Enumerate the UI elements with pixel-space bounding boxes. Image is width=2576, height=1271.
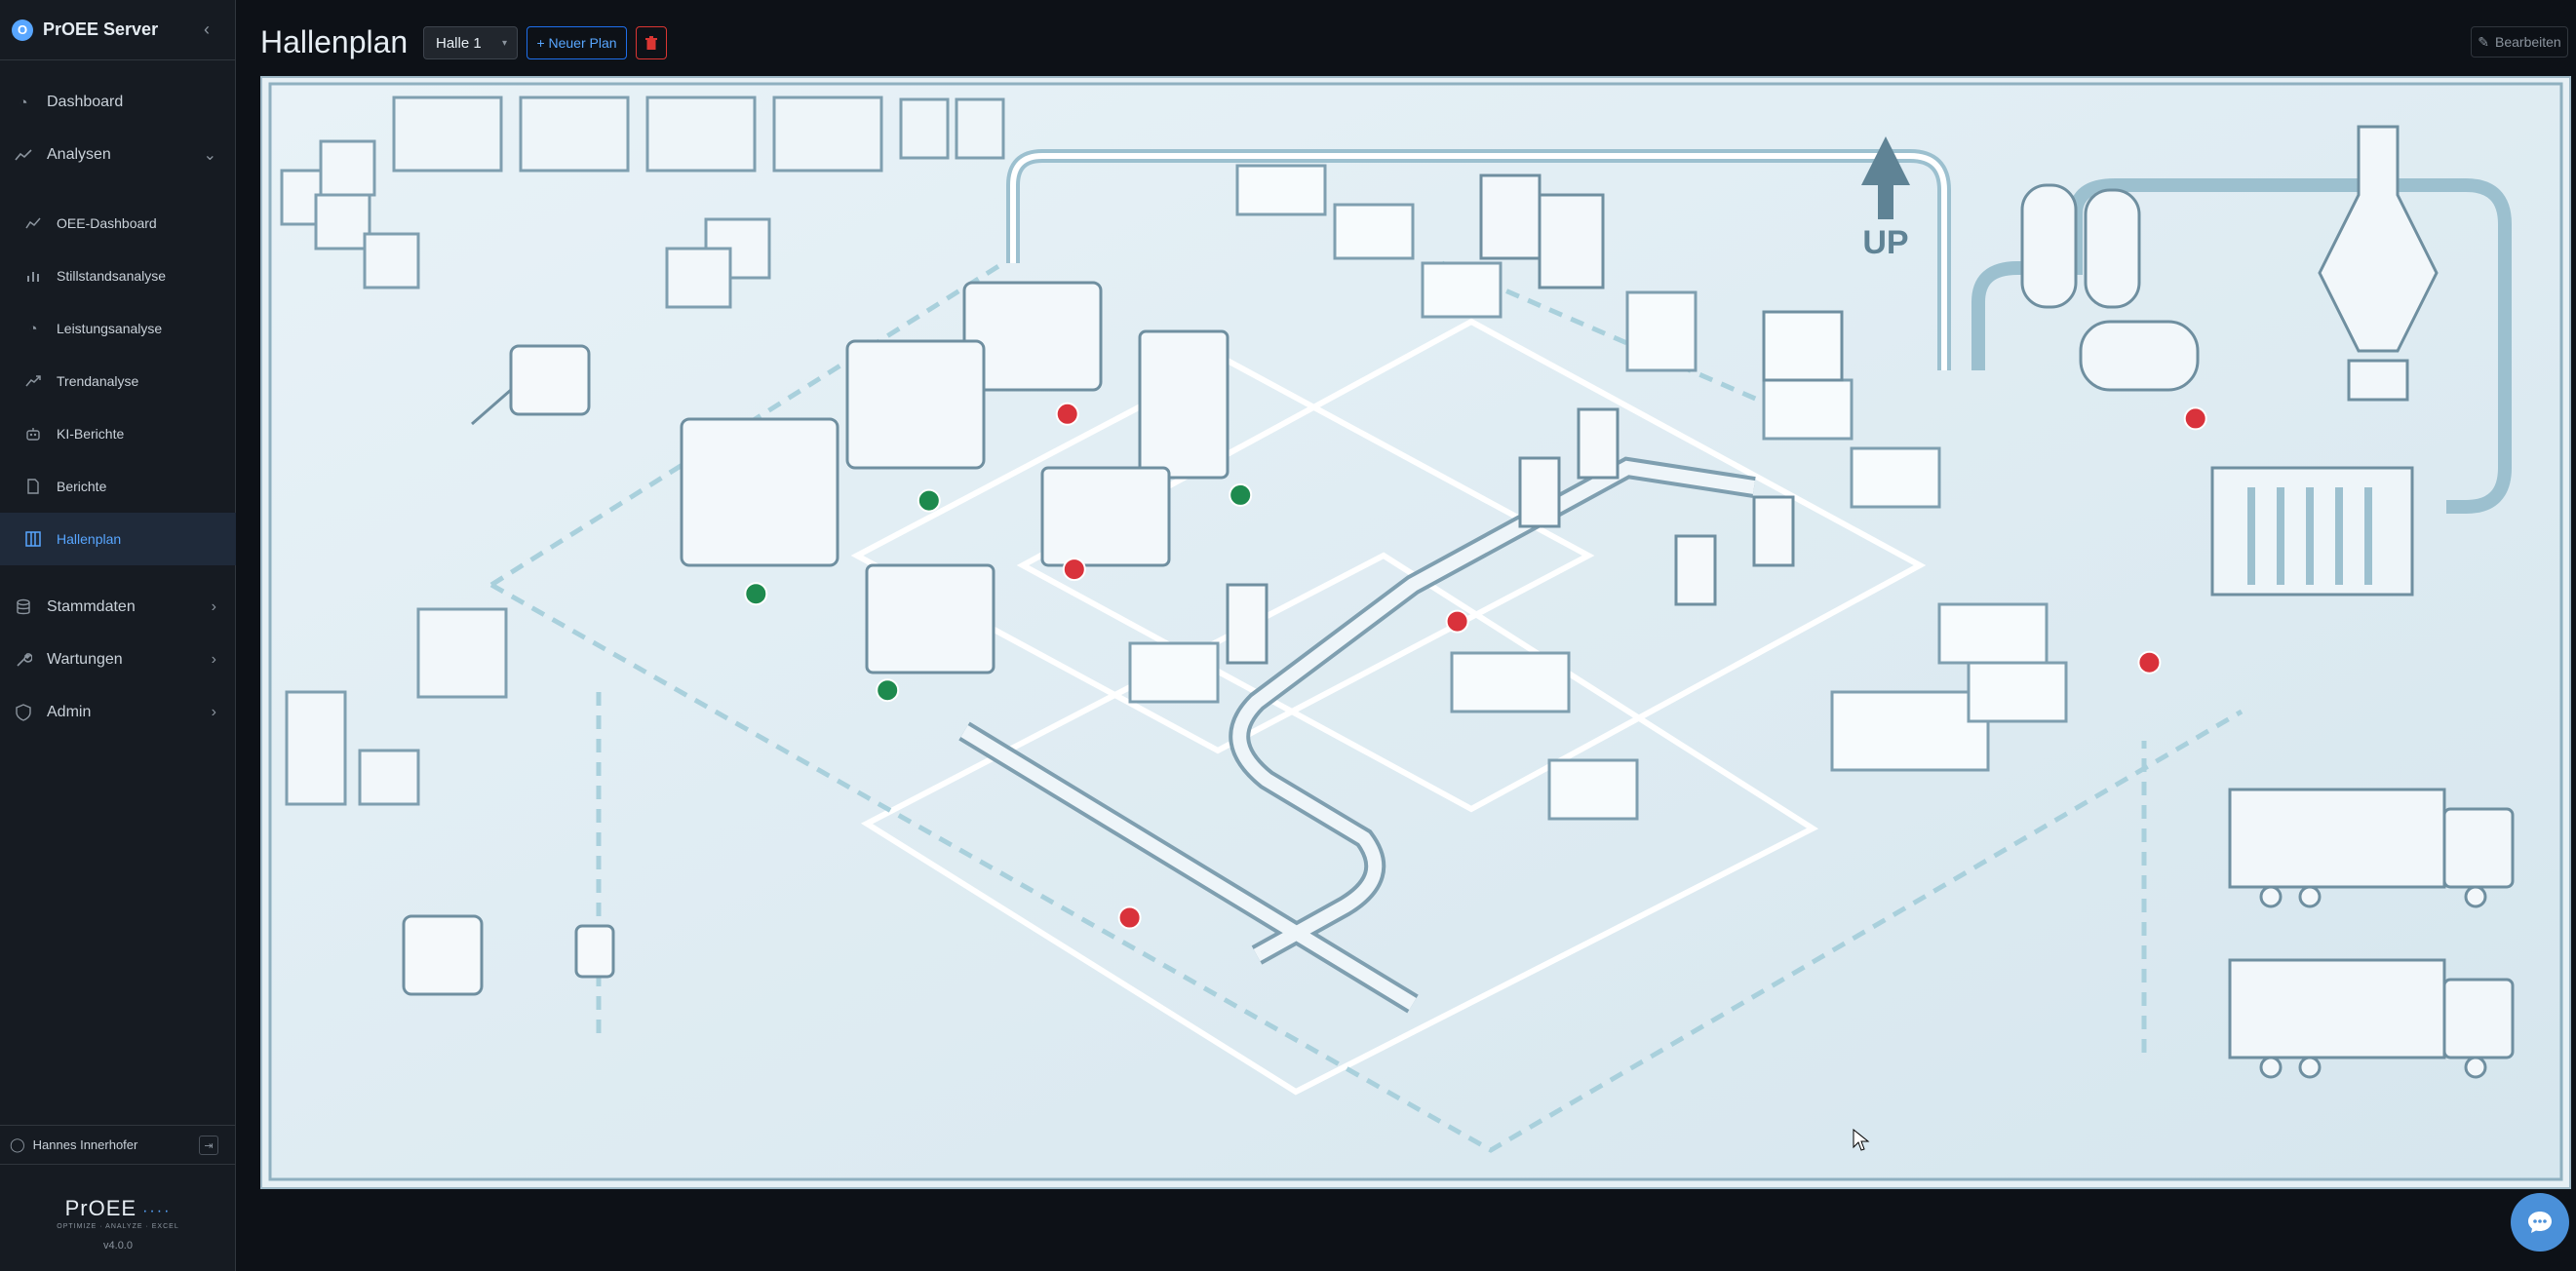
- chat-icon: [2528, 1212, 2552, 1233]
- sidebar-nav: ◔ Dashboard Analysen ⌄ OEE-Dashboard Sti…: [0, 76, 236, 739]
- edit-button-label: Bearbeiten: [2495, 34, 2561, 50]
- database-icon: [14, 597, 33, 617]
- chat-button[interactable]: [2511, 1193, 2569, 1252]
- desks: [1128, 164, 2068, 821]
- sidebar-item-leistungsanalyse[interactable]: ◔ Leistungsanalyse: [0, 302, 236, 355]
- sidebar-item-trendanalyse[interactable]: Trendanalyse: [0, 355, 236, 407]
- robot-icon: [23, 424, 43, 443]
- sidebar-item-stammdaten[interactable]: Stammdaten ›: [0, 581, 236, 634]
- robot-arms: [1226, 407, 1795, 665]
- sidebar-footer: PrOEE ···· OPTIMIZE · ANALYZE · EXCEL v4.…: [0, 1164, 236, 1271]
- sidebar: O PrOEE Server ‹ ◔ Dashboard Analysen ⌄ …: [0, 0, 236, 1271]
- chevron-down-icon: ▾: [501, 37, 507, 49]
- trend-icon: [23, 371, 43, 391]
- delete-plan-button[interactable]: [636, 26, 667, 59]
- sidebar-item-label: Admin: [47, 704, 92, 720]
- footer-tagline: OPTIMIZE · ANALYZE · EXCEL: [57, 1223, 179, 1230]
- status-marker-ok[interactable]: [1229, 482, 1253, 507]
- floor-plan-canvas: UP: [268, 82, 2563, 1181]
- sidebar-item-label: KI-Berichte: [57, 426, 125, 442]
- sidebar-item-label: Wartungen: [47, 651, 123, 668]
- brand-logo-icon: O: [12, 19, 33, 41]
- housing-slats: [2247, 487, 2372, 585]
- gauge-icon: ◔: [28, 320, 38, 337]
- trucks: [2228, 788, 2515, 1079]
- sidebar-item-label: Analysen: [47, 146, 111, 163]
- new-plan-button[interactable]: + Neuer Plan: [527, 26, 627, 59]
- sidebar-item-label: Dashboard: [47, 94, 124, 110]
- chevron-right-icon: ›: [211, 704, 216, 720]
- cnc-machines: [680, 173, 1605, 674]
- sidebar-item-admin[interactable]: Admin ›: [0, 686, 236, 739]
- floor-plan[interactable]: UP: [260, 76, 2571, 1189]
- logout-icon[interactable]: ⇥: [199, 1136, 218, 1155]
- sidebar-item-berichte[interactable]: Berichte: [0, 460, 236, 513]
- status-marker-error[interactable]: [1062, 558, 1086, 582]
- status-marker-ok[interactable]: [917, 488, 941, 513]
- plan-border: [268, 82, 2563, 1181]
- sidebar-item-stillstandsanalyse[interactable]: Stillstandsanalyse: [0, 250, 236, 302]
- app-version: v4.0.0: [103, 1240, 133, 1252]
- file-icon: [23, 477, 43, 496]
- sidebar-item-label: Hallenplan: [57, 531, 122, 547]
- wrench-icon: [14, 650, 33, 670]
- brand[interactable]: O PrOEE Server: [0, 0, 235, 60]
- user-icon: ◯: [10, 1136, 25, 1152]
- mouse-cursor-icon: [1853, 1129, 1870, 1151]
- bar-chart-icon: [23, 266, 43, 286]
- status-marker-error[interactable]: [1117, 905, 1142, 930]
- chevron-down-icon: ⌄: [203, 147, 216, 164]
- chevron-right-icon: ›: [211, 651, 216, 668]
- status-marker-ok[interactable]: [744, 582, 768, 606]
- collapse-sidebar-icon[interactable]: ‹: [204, 19, 210, 39]
- status-marker-error[interactable]: [1445, 609, 1469, 634]
- shield-icon: [14, 703, 33, 722]
- footer-logo: PrOEE ····: [0, 1196, 236, 1221]
- sidebar-item-label: Trendanalyse: [57, 373, 139, 389]
- conveyor-surface: [960, 460, 1756, 1010]
- status-marker-error[interactable]: [2137, 650, 2162, 674]
- tanks: [2020, 125, 2439, 402]
- up-label: UP: [1862, 224, 1908, 261]
- pipe-highlights: [1010, 153, 1947, 370]
- sidebar-item-label: Leistungsanalyse: [57, 321, 163, 336]
- user-info: ◯ Hannes Innerhofer ⇥: [0, 1125, 236, 1164]
- edit-button[interactable]: ✎ Bearbeiten: [2471, 26, 2568, 58]
- line-chart-icon: [14, 145, 33, 165]
- shelf-racks: [392, 96, 1005, 173]
- status-markers: [744, 402, 2207, 930]
- pencil-icon: ✎: [2478, 33, 2489, 50]
- user-name: Hannes Innerhofer: [32, 1137, 138, 1152]
- sidebar-item-oee-dashboard[interactable]: OEE-Dashboard: [0, 197, 236, 250]
- page-title: Hallenplan: [260, 24, 409, 59]
- sidebar-item-label: Berichte: [57, 479, 107, 494]
- sidebar-item-label: Stammdaten: [47, 598, 136, 615]
- sidebar-item-dashboard[interactable]: ◔ Dashboard: [0, 76, 236, 129]
- crates: [280, 139, 771, 806]
- sidebar-item-hallenplan[interactable]: Hallenplan: [0, 513, 236, 565]
- hall-select[interactable]: Halle 1 ▾: [423, 26, 518, 59]
- sidebar-item-analysen[interactable]: Analysen ⌄: [0, 129, 236, 181]
- up-arrow-icon: [1861, 136, 1910, 219]
- status-marker-ok[interactable]: [876, 678, 900, 703]
- logo-dots-icon: ····: [142, 1203, 172, 1219]
- status-marker-error[interactable]: [2183, 406, 2207, 431]
- page-header: Hallenplan Halle 1 ▾ + Neuer Plan ✎ Bear…: [236, 0, 2576, 74]
- sidebar-item-ki-berichte[interactable]: KI-Berichte: [0, 407, 236, 460]
- hall-select-value: Halle 1: [436, 34, 482, 52]
- line-chart-icon: [23, 213, 43, 233]
- gauge-icon: ◔: [19, 94, 28, 111]
- sidebar-item-label: Stillstandsanalyse: [57, 268, 167, 284]
- trash-icon: [645, 36, 657, 50]
- chevron-right-icon: ›: [211, 598, 216, 615]
- status-marker-error[interactable]: [1055, 402, 1079, 426]
- sidebar-item-label: OEE-Dashboard: [57, 215, 157, 231]
- whiteboard: [1762, 310, 1844, 382]
- brand-title: PrOEE Server: [43, 19, 159, 39]
- footer-logo-text: PrOEE: [64, 1196, 137, 1220]
- layout-icon: [23, 529, 43, 549]
- sidebar-item-wartungen[interactable]: Wartungen ›: [0, 634, 236, 686]
- forklifts: [402, 344, 615, 996]
